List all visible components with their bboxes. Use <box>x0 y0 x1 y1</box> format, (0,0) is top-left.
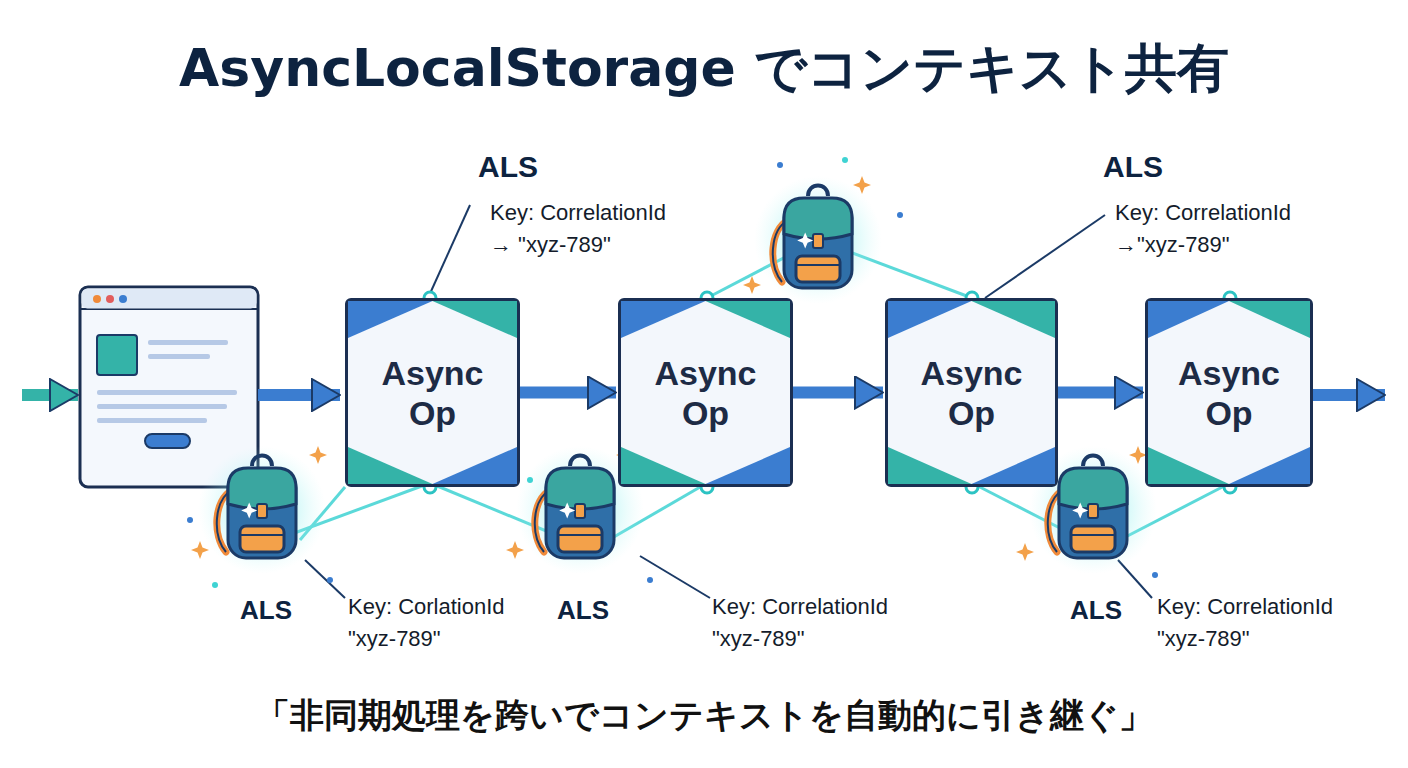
context-key-label: Key: CorrelationId "xyz-789" <box>712 591 902 655</box>
leader-lines <box>305 205 1152 598</box>
box-accent <box>345 298 520 487</box>
diagram-title: AsyncLocalStorage でコンテキスト共有 <box>0 36 1408 100</box>
entry-arrow <box>22 389 78 401</box>
storage-label: ALS <box>1103 150 1163 184</box>
context-key-label: Key: CorrelationId "xyz-789" <box>1157 591 1347 655</box>
storage-label: ALS <box>478 150 538 184</box>
context-key-label: Key: CorrelationId →"xyz-789" <box>1115 197 1305 261</box>
context-key-label: Key: CorlationId "xyz-789" <box>348 591 538 655</box>
box-accent <box>1145 298 1313 487</box>
box-accent <box>618 298 793 487</box>
box-label: Async Op <box>646 353 766 433</box>
process-box: Async Op <box>618 298 793 487</box>
process-box: Async Op <box>885 298 1058 487</box>
box-label: Async Op <box>373 353 493 433</box>
port-dots <box>424 292 1236 493</box>
storage-label: ALS <box>240 595 292 626</box>
exit-arrow <box>1313 389 1385 401</box>
flow-arrow <box>1058 387 1143 399</box>
diagram-caption: 「非同期処理を跨いでコンテキストを自動的に引き継ぐ」 <box>0 692 1408 738</box>
box-label: Async Op <box>1169 353 1289 433</box>
storage-label: ALS <box>1070 595 1122 626</box>
process-box: Async Op <box>345 298 520 487</box>
storage-label: ALS <box>557 595 609 626</box>
flow-arrow <box>793 387 883 399</box>
flow-arrow <box>258 389 340 401</box>
als-backpack <box>198 446 326 574</box>
sparkles <box>187 157 1158 588</box>
process-box: Async Op <box>1145 298 1313 487</box>
als-backpack <box>754 176 882 304</box>
box-label: Async Op <box>912 353 1032 433</box>
flow-arrow <box>520 387 616 399</box>
context-key-label: Key: CorrelationId → "xyz-789" <box>490 197 680 261</box>
box-accent <box>885 298 1058 487</box>
